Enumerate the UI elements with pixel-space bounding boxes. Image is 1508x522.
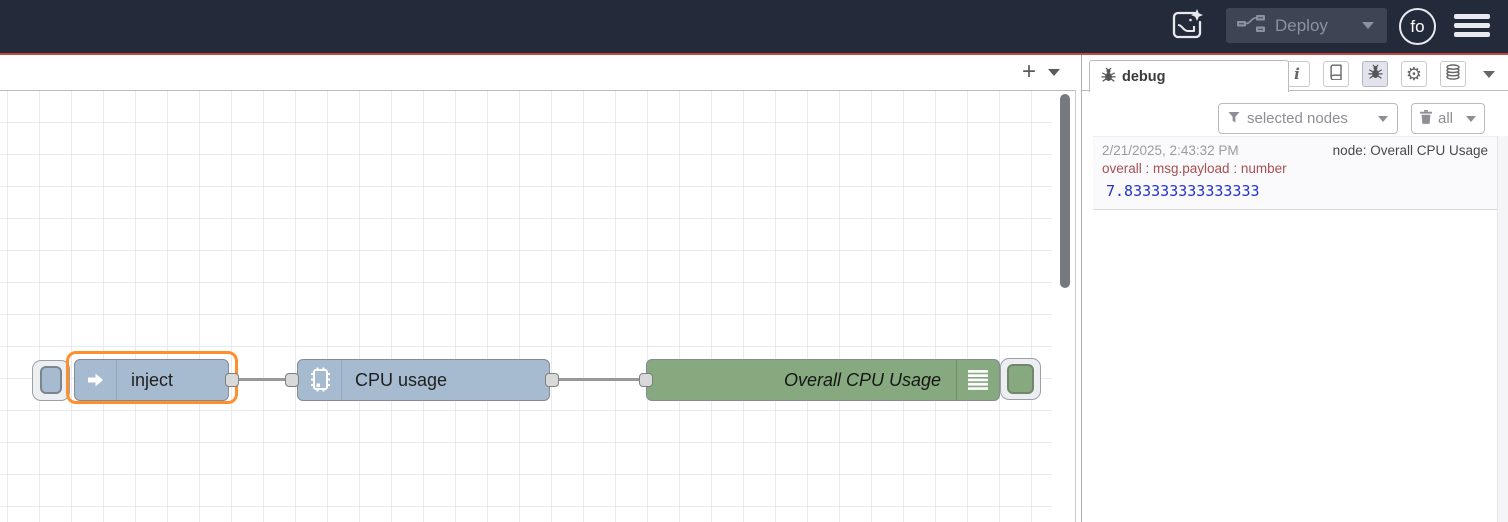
- debug-toggle-button-inner[interactable]: [1007, 364, 1034, 394]
- debug-filter-button[interactable]: selected nodes: [1218, 103, 1398, 134]
- inject-arrow-icon: [75, 360, 117, 400]
- inject-trigger-button-inner[interactable]: [40, 366, 62, 394]
- hamburger-icon: [1454, 14, 1490, 19]
- sidebar-header: debug i: [1082, 55, 1508, 92]
- node-label: Overall CPU Usage: [783, 369, 941, 390]
- tab-debug-label: debug: [1122, 68, 1166, 85]
- flow-list-caret-icon[interactable]: [1048, 69, 1060, 76]
- app-header: Deploy fo: [0, 0, 1508, 53]
- sidebar-tab-context-button[interactable]: [1440, 61, 1466, 87]
- bug-icon: [1101, 67, 1116, 87]
- debug-filter-label: selected nodes: [1247, 110, 1348, 127]
- debug-message-node: node: Overall CPU Usage: [1332, 143, 1488, 158]
- debug-message-timestamp: 2/21/2025, 2:43:32 PM: [1102, 143, 1239, 158]
- wire-cpu-to-debug[interactable]: [558, 378, 642, 381]
- debug-filter-toolbar: selected nodes all: [1082, 91, 1508, 136]
- canvas-vertical-scrollbar[interactable]: [1060, 94, 1070, 288]
- header-accent-line: [0, 53, 1508, 55]
- debug-message-list: 2/21/2025, 2:43:32 PM node: Overall CPU …: [1082, 136, 1497, 522]
- port-cpu-output[interactable]: [545, 373, 559, 387]
- canvas-scroll-gutter: [1052, 91, 1075, 522]
- filter-caret-icon: [1378, 115, 1388, 122]
- debug-message-value: 7.833333333333333: [1106, 182, 1260, 200]
- sidebar-scroll-gutter[interactable]: [1497, 136, 1508, 522]
- debug-message-property: overall : msg.payload : number: [1102, 161, 1287, 176]
- add-flow-button[interactable]: +: [1021, 58, 1036, 85]
- bug-icon: [1367, 64, 1383, 85]
- info-icon: i: [1294, 65, 1300, 83]
- deploy-nodes-icon: [1237, 14, 1265, 38]
- assistant-sparkle-icon: [1169, 8, 1205, 47]
- node-cpu-usage[interactable]: CPU usage: [297, 359, 550, 401]
- node-debug-overall-cpu[interactable]: Overall CPU Usage: [646, 359, 1000, 401]
- main-menu-button[interactable]: [1454, 14, 1490, 37]
- flow-canvas[interactable]: inject CPU usage Overall CPU Usage: [0, 91, 1076, 522]
- sidebar-tab-config-button[interactable]: ⚙: [1401, 61, 1427, 87]
- book-icon: [1328, 64, 1344, 85]
- trash-icon: [1420, 109, 1432, 128]
- port-debug-input[interactable]: [639, 373, 653, 387]
- user-avatar[interactable]: fo: [1399, 8, 1436, 45]
- port-inject-output[interactable]: [225, 373, 239, 387]
- clear-caret-icon: [1466, 115, 1476, 122]
- funnel-icon: [1228, 110, 1240, 127]
- deploy-options-caret-icon[interactable]: [1362, 22, 1374, 29]
- port-cpu-input[interactable]: [285, 373, 299, 387]
- wire-inject-to-cpu[interactable]: [238, 378, 291, 381]
- database-icon: [1445, 63, 1461, 85]
- deploy-button[interactable]: Deploy: [1226, 8, 1387, 43]
- debug-clear-label: all: [1438, 110, 1454, 127]
- node-label: CPU usage: [355, 369, 448, 390]
- debug-message[interactable]: 2/21/2025, 2:43:32 PM node: Overall CPU …: [1093, 136, 1497, 210]
- sidebar-tab-help-button[interactable]: [1323, 61, 1349, 87]
- debug-clear-button[interactable]: all: [1411, 103, 1485, 134]
- flow-assistant-button[interactable]: [1168, 8, 1206, 47]
- deploy-label: Deploy: [1275, 15, 1328, 35]
- avatar-initials: fo: [1410, 16, 1425, 36]
- node-label: inject: [131, 369, 174, 390]
- workspace-tab-bar: +: [0, 55, 1076, 91]
- debug-levels-icon: [956, 360, 999, 400]
- gear-icon: ⚙: [1405, 64, 1423, 84]
- cpu-chip-icon: [298, 360, 342, 400]
- node-inject[interactable]: inject: [74, 359, 229, 401]
- sidebar-menu-caret-icon[interactable]: [1483, 70, 1495, 78]
- right-sidebar: debug i: [1081, 55, 1508, 522]
- sidebar-tab-debug-button[interactable]: [1362, 61, 1388, 87]
- tab-debug[interactable]: debug: [1089, 60, 1289, 92]
